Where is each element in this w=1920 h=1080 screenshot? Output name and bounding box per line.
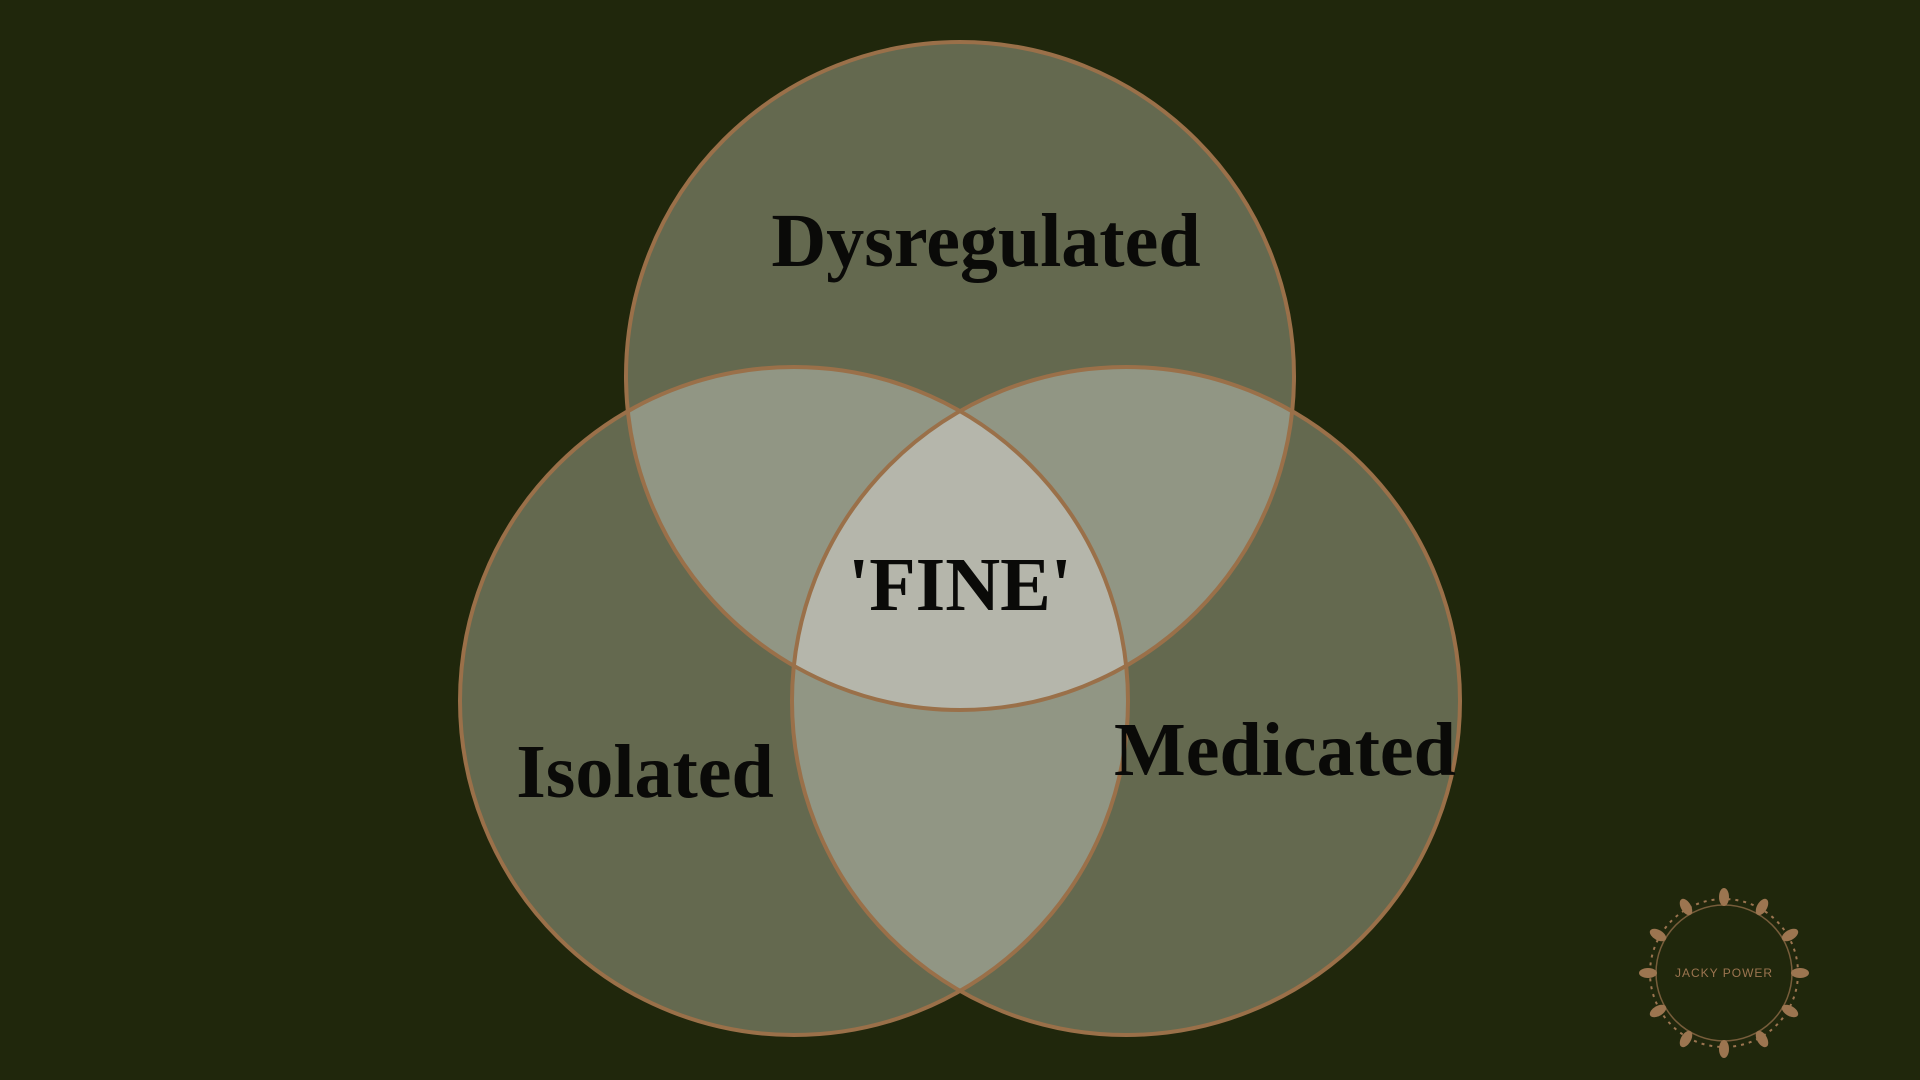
- circle-outlines: [458, 40, 1462, 1037]
- label-isolated: Isolated: [516, 730, 774, 814]
- label-center-fine: 'FINE': [848, 543, 1072, 627]
- logo-text: JACKY POWER: [1675, 966, 1773, 980]
- label-dysregulated: Dysregulated: [771, 199, 1200, 283]
- label-medicated: Medicated: [1114, 708, 1456, 792]
- wreath-leaves-icon: [1639, 888, 1809, 1058]
- jacky-power-logo: JACKY POWER: [1639, 888, 1809, 1058]
